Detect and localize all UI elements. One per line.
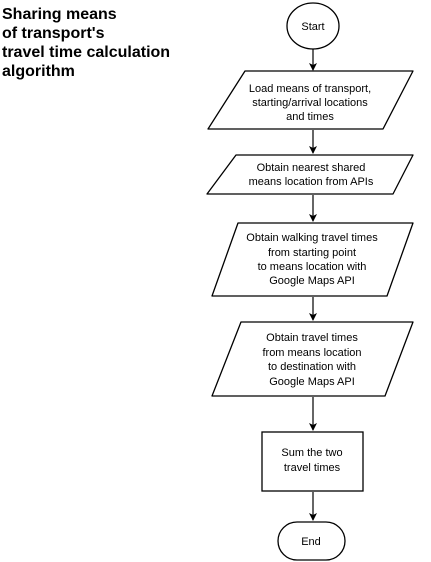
node-label: starting/arrival locations [252, 97, 368, 109]
node-label: Start [301, 21, 324, 33]
node-label: travel times [284, 462, 341, 474]
node-end: End [277, 521, 346, 561]
node-travel: Obtain travel times from means location … [211, 321, 414, 397]
node-label: Obtain nearest shared [257, 162, 366, 174]
node-label: Load means of transport, [249, 83, 371, 95]
node-label: Sum the two [281, 447, 342, 459]
start-terminal [286, 2, 340, 50]
node-label: Google Maps API [269, 376, 355, 388]
node-label: End [301, 536, 321, 548]
walking-input-shape [211, 222, 414, 297]
node-label: from starting point [268, 247, 356, 259]
title-line: travel time calculation [2, 44, 171, 61]
node-label: means location from APIs [249, 176, 374, 188]
node-sum: Sum the two travel times [261, 431, 364, 492]
node-nearest: Obtain nearest shared means location fro… [206, 154, 414, 195]
node-load: Load means of transport, starting/arriva… [207, 70, 414, 130]
node-label: Obtain walking travel times [246, 232, 378, 244]
node-label: to destination with [268, 361, 356, 373]
diagram-title: Sharing means of transport's travel time… [2, 5, 202, 81]
node-label: Obtain travel times [266, 332, 358, 344]
travel-input-shape [211, 321, 414, 397]
node-start: Start [286, 2, 340, 50]
node-label: from means location [262, 347, 361, 359]
sum-process-box [261, 431, 364, 492]
node-label: and times [286, 111, 334, 123]
title-line: of transport's [2, 25, 105, 42]
node-walking: Obtain walking travel times from startin… [211, 222, 414, 297]
nearest-input-shape [206, 154, 414, 195]
node-label: to means location with [258, 261, 367, 273]
title-line: Sharing means [2, 6, 117, 23]
load-input-shape [207, 70, 414, 130]
title-line: algorithm [2, 63, 75, 80]
end-terminal [277, 521, 346, 561]
node-label: Google Maps API [269, 275, 355, 287]
